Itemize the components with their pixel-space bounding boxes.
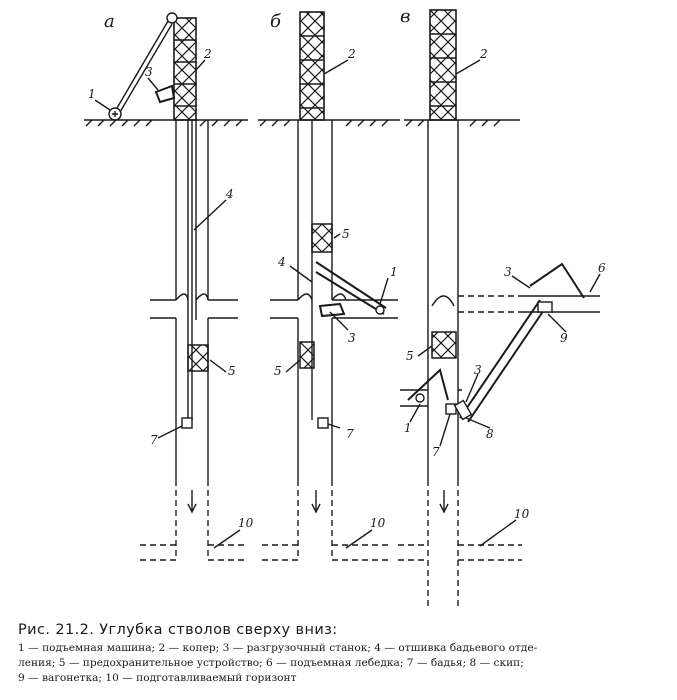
caption-line-1: 1 — подъемная машина; 2 — копер; 3 — раз… (18, 642, 538, 654)
callout-a-1: 1 (88, 87, 96, 101)
callout-a-4: 4 (225, 187, 234, 201)
working-level (150, 293, 238, 319)
sinking-arrow (439, 490, 449, 514)
callout-b-4: 4 (277, 255, 286, 269)
callout-a-2: 2 (203, 47, 212, 61)
safety-device (431, 331, 457, 359)
callout-a-7: 7 (150, 433, 158, 447)
callout-b-5-lower: 5 (274, 364, 282, 378)
headframe (429, 9, 457, 121)
callout-v-2: 2 (479, 47, 488, 61)
callout-b-2: 2 (347, 47, 356, 61)
sinking-arrow (187, 490, 197, 514)
unloading-chute (154, 84, 176, 104)
callout-v-5: 5 (406, 349, 414, 363)
callout-v-7: 7 (432, 445, 440, 459)
ground-surface (404, 119, 520, 127)
callout-v-8: 8 (486, 427, 494, 441)
future-level (262, 544, 392, 561)
callout-b-1: 1 (390, 265, 398, 279)
ground-surface (84, 119, 248, 127)
callout-b-3: 3 (348, 331, 356, 345)
mine-car (537, 301, 553, 313)
callout-v-3-lower: 3 (474, 363, 482, 377)
panel-a: а (84, 11, 254, 561)
callout-b-5: 5 (342, 227, 350, 241)
callout-a-10: 10 (238, 516, 254, 530)
lower-level (400, 368, 462, 407)
headframe (299, 11, 325, 121)
unloading-chute (318, 302, 346, 318)
shaft (297, 120, 333, 560)
callout-v-1: 1 (404, 421, 412, 435)
panel-b-letter: б (270, 11, 282, 32)
callout-b-10: 10 (370, 516, 386, 530)
figure-caption: Рис. 21.2. Углубка стволов сверху вниз: … (18, 622, 668, 686)
working-level (270, 261, 398, 319)
panel-a-letter: а (104, 11, 115, 32)
hoist-machine (108, 20, 173, 121)
panel-b: б 2 5 4 (258, 11, 400, 561)
callout-a-5: 5 (228, 364, 236, 378)
shaft (175, 120, 209, 560)
upper-level (431, 262, 600, 313)
sinking-arrow (311, 490, 321, 514)
caption-line-3: 9 — вагонетка; 10 — подготавливаемый гор… (18, 672, 297, 684)
callout-a-3: 3 (145, 65, 153, 79)
callout-v-10: 10 (514, 507, 530, 521)
shaft-sinking-diagram: а (84, 6, 606, 610)
callout-b-7: 7 (346, 427, 354, 441)
callout-v-6: 6 (598, 261, 606, 275)
shaft (427, 120, 459, 610)
ground-surface (258, 119, 400, 127)
caption-title: Рис. 21.2. Углубка стволов сверху вниз: (18, 622, 338, 638)
panel-v-letter: в (400, 6, 410, 27)
caption-line-2: ления; 5 — предохранительное устройство;… (18, 657, 524, 669)
safety-device-lower (299, 341, 315, 369)
safety-device (311, 223, 333, 253)
future-level (398, 544, 522, 561)
bucket (317, 417, 329, 429)
future-level (140, 544, 246, 561)
headframe (166, 12, 197, 121)
callout-v-9: 9 (560, 331, 568, 345)
skip-incline (459, 299, 549, 423)
panel-v: в (398, 6, 606, 610)
safety-device (187, 344, 209, 372)
bucket (181, 417, 193, 429)
skip (453, 399, 473, 421)
callout-v-3: 3 (504, 265, 512, 279)
